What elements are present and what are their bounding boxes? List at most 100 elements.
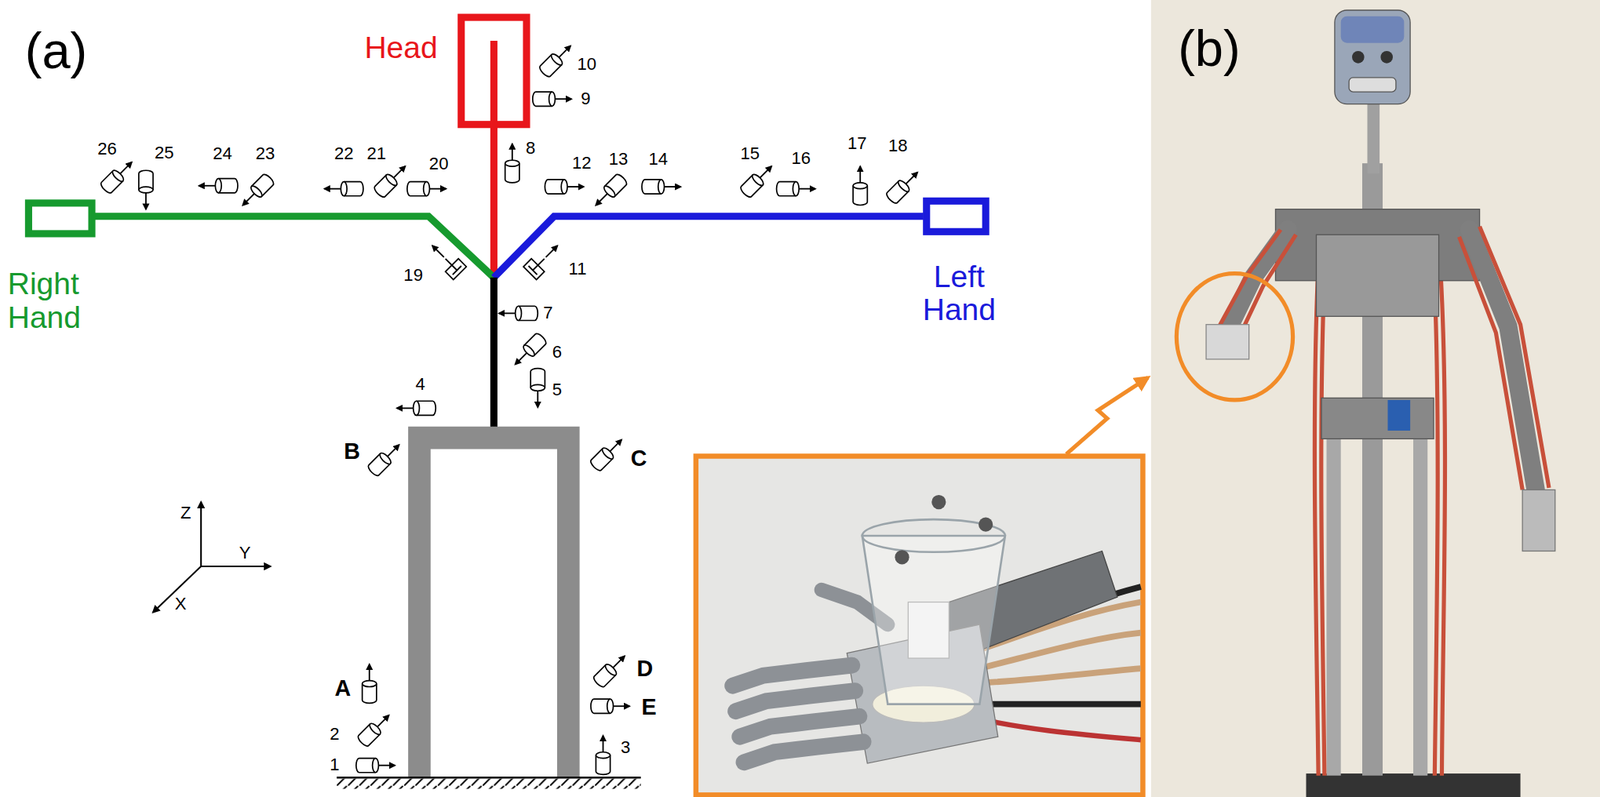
joint-symbol	[366, 440, 405, 478]
joint-symbol	[885, 167, 923, 205]
joint-number: 13	[608, 149, 629, 169]
axis-label: Y	[239, 543, 252, 563]
hand-inset	[696, 456, 1144, 796]
z-axis	[200, 502, 202, 567]
cables	[1459, 226, 1549, 491]
marker-ball	[978, 517, 993, 533]
base-frame	[408, 426, 580, 779]
joint-number: 12	[572, 153, 592, 173]
kinematic-chain	[28, 17, 986, 789]
right-hand-box	[28, 203, 92, 234]
joint-symbol	[589, 434, 627, 473]
robot-left-hand	[1522, 489, 1556, 551]
robot-eye	[1380, 51, 1393, 64]
joint-number: 5	[552, 380, 562, 400]
head-link	[490, 40, 498, 278]
panel-label: (a)	[25, 22, 88, 80]
robot-photo	[1151, 0, 1600, 797]
joint-number: 6	[552, 342, 562, 361]
y-axis	[200, 565, 270, 568]
robot-hip	[1321, 397, 1434, 439]
joint-number: 4	[415, 375, 426, 394]
joint-symbol	[530, 368, 545, 408]
robot-leg	[1326, 438, 1341, 776]
part-name: Right Hand	[7, 267, 116, 336]
joint-number: 3	[620, 738, 631, 758]
joint-number: 16	[791, 148, 812, 168]
prismatic-symbol	[523, 239, 564, 281]
robot-forehead	[1341, 16, 1405, 44]
joint-symbol	[510, 331, 548, 370]
joint-symbol	[407, 182, 446, 197]
joint-symbol	[852, 166, 868, 205]
photo-background	[1151, 0, 1600, 797]
robot-leg	[1413, 438, 1428, 776]
joint-number: 15	[739, 144, 760, 164]
joint-symbol	[590, 172, 629, 211]
joint-symbol	[641, 179, 681, 194]
joint-number: 21	[367, 144, 387, 164]
axes	[153, 502, 271, 613]
axis-label: Z	[180, 503, 192, 523]
joint-number: 9	[580, 89, 591, 109]
joint-symbol	[538, 40, 576, 79]
joint-symbol	[397, 400, 436, 416]
joint-symbol	[324, 182, 364, 197]
joint-symbol	[739, 160, 777, 199]
torso-link	[490, 277, 498, 434]
joint-number: 19	[403, 266, 423, 285]
joint-number: 18	[888, 136, 908, 156]
prismatic-symbol	[426, 239, 467, 281]
robot-base	[1305, 773, 1520, 797]
joint-number: 2	[329, 725, 339, 744]
joint-number: 8	[525, 138, 536, 157]
finger	[732, 665, 853, 686]
joint-number: 11	[568, 259, 587, 279]
joint-symbol	[98, 156, 137, 195]
cup	[862, 535, 1006, 705]
ground-hatch	[336, 779, 642, 790]
inset-frame	[696, 456, 1144, 796]
joint-symbol	[356, 758, 395, 773]
joint-number: 20	[429, 154, 449, 174]
panel-label: (b)	[1177, 21, 1240, 78]
robot-eye	[1352, 51, 1365, 64]
robot-head	[1334, 10, 1411, 105]
callout-arrow	[1066, 377, 1149, 455]
joint-symbol	[499, 306, 538, 321]
joint-symbol	[199, 178, 238, 194]
robot-right-arm	[1224, 229, 1288, 338]
joint-symbol	[138, 170, 154, 209]
joint-number: 17	[847, 134, 868, 154]
part-name: Head	[364, 31, 438, 66]
valve	[1388, 400, 1411, 431]
joint-symbol	[776, 182, 816, 197]
joint-symbol	[590, 699, 630, 714]
highlight-circle	[1176, 273, 1293, 401]
marker-ball	[894, 550, 909, 565]
joint-symbol	[237, 172, 276, 211]
ground-line	[336, 776, 642, 780]
joint-number: 1	[329, 755, 339, 775]
joint-number: 14	[648, 149, 668, 169]
finger	[736, 691, 856, 712]
joint-symbols	[98, 40, 923, 775]
joint-number: 10	[576, 54, 597, 74]
joint-letter: D	[637, 656, 654, 682]
joint-number: 24	[212, 144, 233, 164]
finger	[743, 742, 864, 763]
axis-label: X	[174, 594, 187, 614]
joint-symbol	[532, 91, 572, 106]
joint-letter: E	[641, 696, 657, 721]
joint-number: 26	[97, 139, 117, 159]
joint-number: 7	[543, 303, 553, 323]
cup-paper	[907, 602, 949, 660]
joint-symbol	[356, 710, 394, 748]
joint-symbol	[592, 651, 631, 689]
robot-right-hand	[1206, 324, 1250, 360]
joint-letter: B	[343, 439, 361, 464]
left-hand-box	[926, 200, 986, 232]
joint-symbol	[362, 664, 377, 704]
robot-mouth	[1348, 77, 1396, 92]
